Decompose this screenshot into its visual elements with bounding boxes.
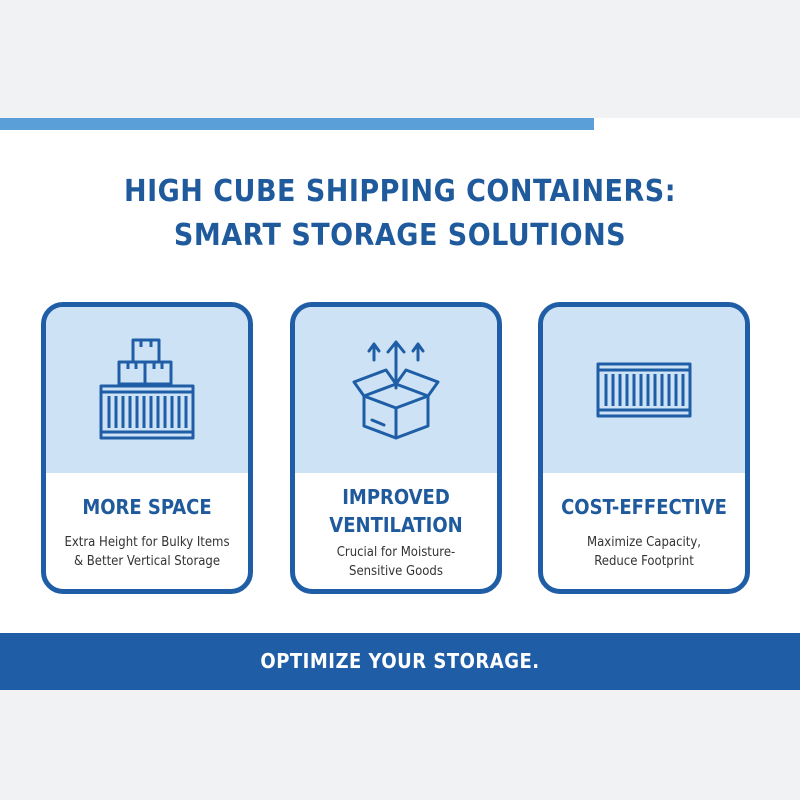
- card-heading: MORE SPACE: [46, 493, 248, 521]
- open-box-ventilation-icon: [295, 307, 497, 473]
- card-heading-line: COST-EFFECTIVE: [561, 495, 727, 519]
- card-text-line: Crucial for Moisture-: [336, 545, 456, 560]
- title-line-2: SMART STORAGE SOLUTIONS: [173, 218, 627, 253]
- card-heading-line: MORE SPACE: [82, 495, 212, 519]
- container-with-boxes-icon: [46, 307, 248, 473]
- feature-card-more-space: MORE SPACE Extra Height for Bulky Items …: [41, 302, 253, 594]
- card-icon-area: [295, 307, 497, 473]
- card-text-line: Sensitive Goods: [349, 564, 443, 579]
- feature-card-cost-effective: COST-EFFECTIVE Maximize Capacity, Reduce…: [538, 302, 750, 594]
- card-description: Maximize Capacity, Reduce Footprint: [543, 533, 745, 571]
- card-icon-area: [543, 307, 745, 473]
- card-text-line: Reduce Footprint: [594, 554, 694, 569]
- feature-card-improved-ventilation: IMPROVED VENTILATION Crucial for Moistur…: [290, 302, 502, 594]
- card-text-line: Maximize Capacity,: [587, 535, 701, 550]
- card-heading-line: IMPROVED: [342, 485, 450, 509]
- card-icon-area: [46, 307, 248, 473]
- card-heading: COST-EFFECTIVE: [543, 493, 745, 521]
- shipping-container-icon: [543, 307, 745, 473]
- title-line-1: HIGH CUBE SHIPPING CONTAINERS:: [123, 174, 677, 209]
- card-description: Extra Height for Bulky Items & Better Ve…: [46, 533, 248, 571]
- card-description: Crucial for Moisture- Sensitive Goods: [295, 543, 497, 581]
- page-title: HIGH CUBE SHIPPING CONTAINERS: SMART STO…: [0, 170, 800, 258]
- card-heading-line: VENTILATION: [329, 513, 463, 537]
- footer-tagline: OPTIMIZE YOUR STORAGE.: [260, 649, 540, 673]
- accent-bar: [0, 118, 594, 130]
- footer-banner: OPTIMIZE YOUR STORAGE.: [0, 633, 800, 690]
- card-heading: IMPROVED VENTILATION: [295, 483, 497, 539]
- card-text-line: Extra Height for Bulky Items: [64, 535, 230, 550]
- card-text-line: & Better Vertical Storage: [73, 554, 221, 569]
